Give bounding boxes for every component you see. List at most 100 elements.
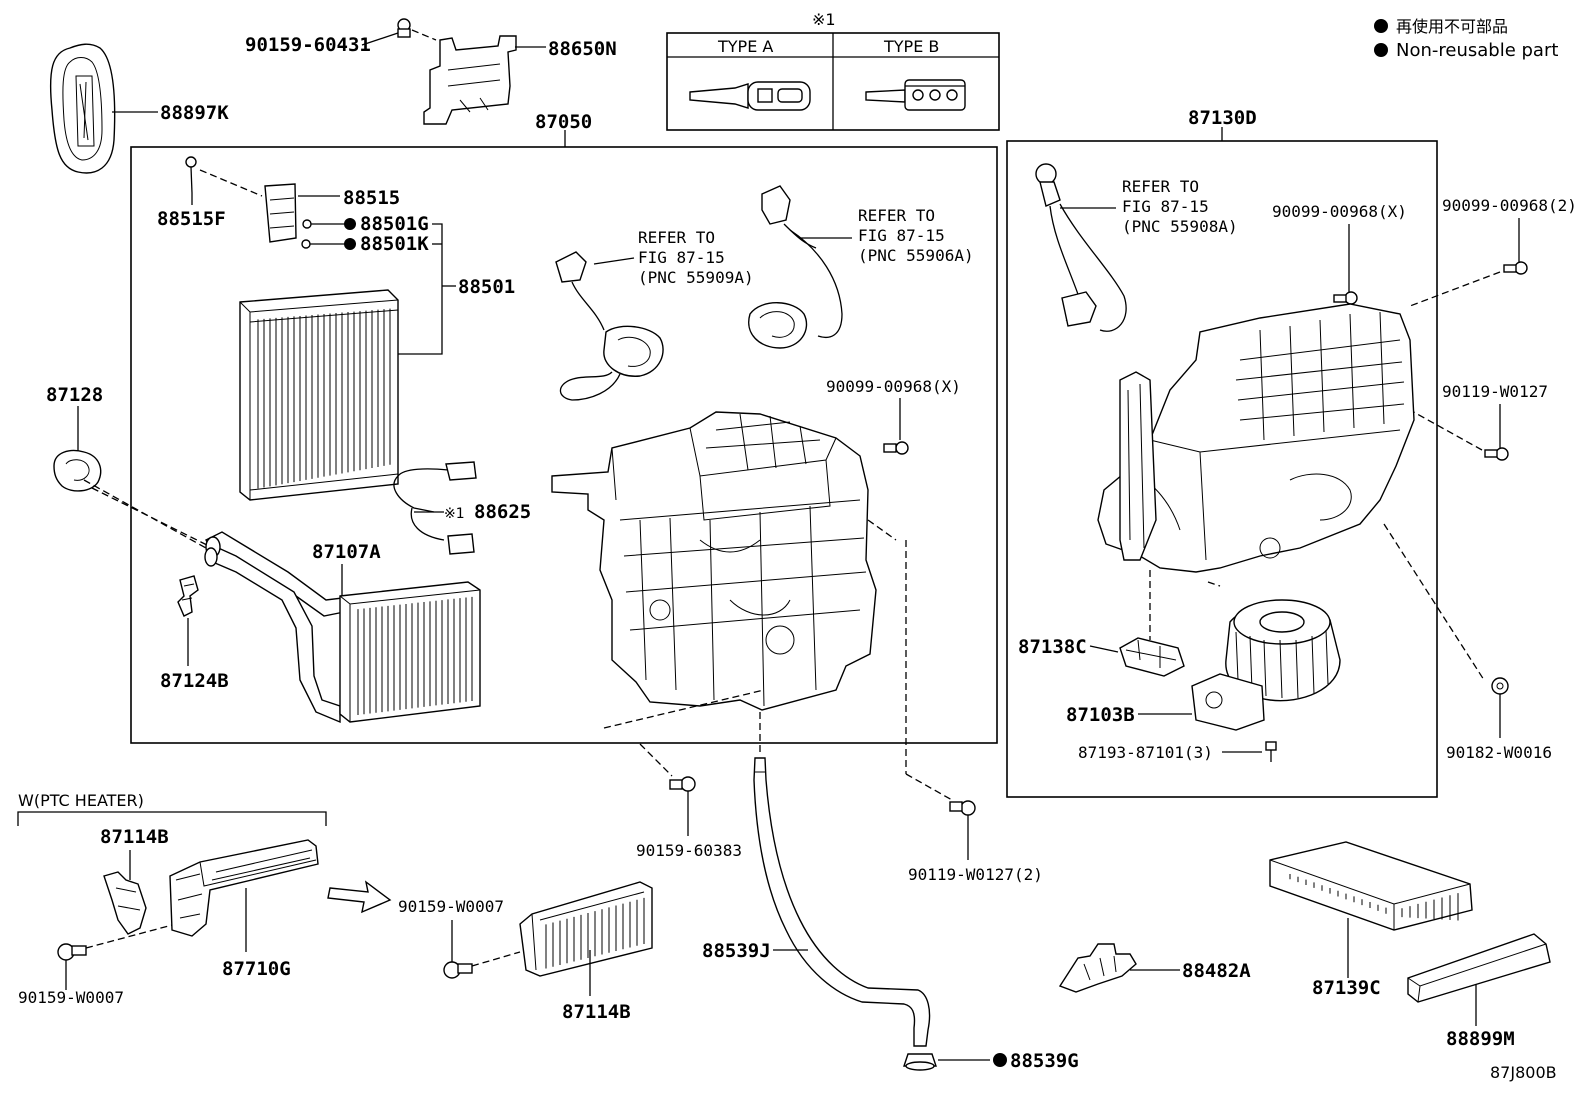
part-90099-00968-x-right: 90099-00968(X)	[1272, 202, 1407, 305]
ptc-heater-label: W(PTC HEATER)	[18, 791, 144, 810]
label-88515F: 88515F	[157, 208, 226, 230]
label-87124B: 87124B	[160, 670, 229, 692]
label-88625-mark: ※1	[444, 506, 465, 522]
part-88482A: 88482A	[1058, 943, 1251, 993]
legend-en: Non-reusable part	[1396, 40, 1558, 61]
type-b-connector-icon	[865, 79, 966, 111]
refer-note-55908A: REFER TO FIG 87-15 (PNC 55908A)	[1035, 163, 1238, 332]
refer-note-55906A: REFER TO FIG 87-15 (PNC 55906A)	[748, 185, 974, 349]
label-87130D: 87130D	[1188, 107, 1257, 129]
part-88539G: 88539G	[903, 1050, 1079, 1072]
blower-housing	[1097, 303, 1415, 573]
label-87114B-top: 87114B	[100, 826, 169, 848]
hvac-unit-core	[551, 411, 877, 711]
legend-jp: 再使用不可部品	[1396, 17, 1508, 36]
screw-icon	[883, 441, 909, 455]
type-a-header: TYPE A	[717, 37, 773, 56]
part-90159-W0007-mid: 90159-W0007	[398, 897, 521, 979]
refer-line1: REFER TO	[638, 228, 715, 247]
label-88501G: 88501G	[360, 213, 429, 235]
label-90099-00968-x-mid: 90099-00968(X)	[826, 377, 961, 396]
non-reusable-dot-icon	[993, 1053, 1007, 1067]
refer-line1: REFER TO	[858, 206, 935, 225]
label-87128: 87128	[46, 384, 103, 406]
screw-icon	[1265, 741, 1277, 762]
refer-line3: (PNC 55908A)	[1122, 217, 1238, 236]
figure-code: 87J800B	[1490, 1063, 1557, 1082]
part-90119-W0127: 90119-W0127	[1409, 382, 1548, 461]
label-87193-87101: 87193-87101(3)	[1078, 743, 1213, 762]
part-87103B-blower: 87103B	[1066, 599, 1341, 731]
part-88899M: 88899M	[1407, 933, 1551, 1050]
non-reusable-dot-icon	[1374, 43, 1388, 57]
part-90099-00968-2: 90099-00968(2)	[1409, 196, 1577, 307]
legend: 再使用不可部品 Non-reusable part	[1374, 17, 1558, 61]
label-87138C: 87138C	[1018, 636, 1087, 658]
refer-line3: (PNC 55909A)	[638, 268, 754, 287]
label-90159-W0007-left: 90159-W0007	[18, 988, 124, 1007]
part-88650N: 90159-60431 88650N	[245, 18, 617, 125]
bolt-icon	[57, 943, 87, 961]
label-88899M: 88899M	[1446, 1028, 1515, 1050]
part-87114B-bottom: 87114B	[519, 881, 653, 1023]
bolt-icon	[443, 961, 473, 979]
label-90119-W0127: 90119-W0127	[1442, 382, 1548, 401]
part-87107A-heater-core: 87107A	[204, 531, 481, 724]
label-88482A: 88482A	[1182, 960, 1251, 982]
label-88501K: 88501K	[360, 233, 429, 255]
part-88625: ※1 88625	[393, 461, 531, 555]
part-90159-W0007-left: 90159-W0007	[18, 923, 177, 1007]
refer-line2: FIG 87-15	[1122, 197, 1209, 216]
ptc-heater-group: W(PTC HEATER)	[17, 791, 327, 826]
non-reusable-dot-icon	[1374, 19, 1388, 33]
label-87139C: 87139C	[1312, 977, 1381, 999]
arrow-right-icon	[327, 880, 392, 914]
label-88515: 88515	[343, 187, 400, 209]
label-90159-W0007-mid: 90159-W0007	[398, 897, 504, 916]
type-table-note-mark: ※1	[812, 10, 836, 29]
label-88501: 88501	[458, 276, 515, 298]
part-90159-60383: 90159-60383	[636, 743, 742, 860]
label-90099-00968-2: 90099-00968(2)	[1442, 196, 1577, 215]
bolt-icon	[397, 18, 411, 38]
bolt-icon	[669, 776, 696, 792]
type-a-connector-icon	[689, 81, 811, 111]
label-90159-60431: 90159-60431	[245, 34, 371, 56]
part-88539J-drain-hose: 88539J	[702, 757, 931, 1047]
part-87138C: 87138C	[1018, 636, 1185, 677]
part-88897K: 88897K	[49, 43, 229, 174]
label-88625: 88625	[474, 501, 531, 523]
label-90099-00968-x-right: 90099-00968(X)	[1272, 202, 1407, 221]
part-88515: 88515F 88515 88501G 88501K 88501	[157, 156, 515, 355]
type-b-header: TYPE B	[883, 37, 939, 56]
label-90159-60383: 90159-60383	[636, 841, 742, 860]
label-88539G: 88539G	[1010, 1050, 1079, 1072]
label-88539J: 88539J	[702, 940, 771, 962]
screw-icon	[185, 156, 197, 194]
label-90119-W0127-2: 90119-W0127(2)	[908, 865, 1043, 884]
refer-note-55909A: REFER TO FIG 87-15 (PNC 55909A)	[555, 228, 754, 401]
label-88897K: 88897K	[160, 102, 229, 124]
refer-line2: FIG 87-15	[638, 248, 725, 267]
part-90182-W0016: 90182-W0016	[1446, 677, 1552, 762]
label-87114B-bottom: 87114B	[562, 1001, 631, 1023]
label-88650N: 88650N	[548, 38, 617, 60]
label-87050: 87050	[535, 111, 592, 133]
clip-icon	[1491, 677, 1509, 695]
screw-icon	[1484, 447, 1509, 461]
screw-icon	[1503, 261, 1528, 275]
non-reusable-dot-icon	[344, 238, 356, 250]
part-87710G-ptc-heater: 87710G	[169, 839, 319, 980]
refer-line1: REFER TO	[1122, 177, 1199, 196]
assembly-box-87050	[130, 146, 998, 744]
part-87139C-filter: 87139C	[1269, 841, 1473, 999]
label-87710G: 87710G	[222, 958, 291, 980]
part-88501-evaporator	[239, 289, 399, 501]
connector-type-table: ※1 TYPE A TYPE B	[666, 10, 1000, 131]
non-reusable-dot-icon	[344, 218, 356, 230]
part-87193-87101: 87193-87101(3)	[1078, 741, 1277, 762]
label-87107A: 87107A	[312, 541, 381, 563]
part-90099-00968-x-mid: 90099-00968(X)	[826, 377, 961, 455]
refer-line2: FIG 87-15	[858, 226, 945, 245]
